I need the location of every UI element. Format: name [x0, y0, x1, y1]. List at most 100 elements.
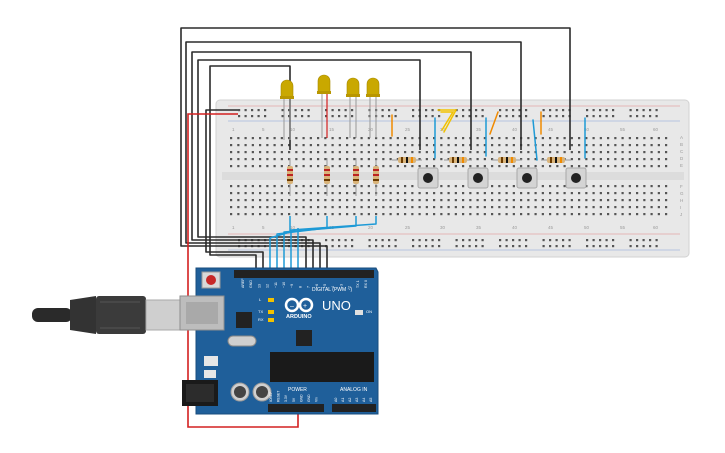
breadboard-hole: [636, 165, 639, 168]
breadboard-hole: [542, 239, 545, 242]
breadboard-hole: [251, 185, 254, 188]
breadboard-hole: [592, 245, 595, 248]
breadboard-hole: [491, 151, 494, 154]
breadboard-hole: [650, 213, 653, 216]
breadboard-hole: [324, 199, 327, 202]
col-num: 20: [368, 225, 374, 230]
breadboard-hole: [325, 115, 328, 118]
breadboard-hole: [475, 239, 478, 242]
wire-orange: [489, 111, 499, 135]
breadboard-hole: [244, 137, 247, 140]
breadboard-hole: [375, 245, 378, 248]
breadboard-hole: [585, 158, 588, 161]
breadboard-hole: [498, 192, 501, 195]
push-button: [417, 167, 439, 189]
breadboard-hole: [592, 192, 595, 195]
breadboard-hole: [562, 109, 565, 112]
breadboard-hole: [636, 206, 639, 209]
terminal-strip-top: [230, 137, 668, 168]
breadboard-hole: [280, 165, 283, 168]
breadboard-hole: [396, 185, 399, 188]
breadboard-hole: [578, 144, 581, 147]
breadboard-hole: [433, 165, 436, 168]
breadboard-hole: [404, 144, 407, 147]
breadboard-hole: [549, 185, 552, 188]
breadboard-hole: [657, 206, 660, 209]
pin-label: A0: [334, 398, 338, 402]
col-num: 1: [232, 225, 235, 230]
breadboard-hole: [643, 185, 646, 188]
breadboard-hole: [498, 185, 501, 188]
breadboard-hole: [562, 245, 565, 248]
breadboard-hole: [325, 109, 328, 112]
breadboard-hole: [346, 165, 349, 168]
col-num: 5: [262, 127, 265, 132]
breadboard-hole: [605, 239, 608, 242]
breadboard-hole: [563, 137, 566, 140]
breadboard-hole: [562, 115, 565, 118]
breadboard-hole: [512, 206, 515, 209]
breadboard-hole: [599, 151, 602, 154]
breadboard-hole: [505, 185, 508, 188]
terminal-strip-bottom: [230, 185, 668, 216]
breadboard-hole: [499, 109, 502, 112]
pin-label: A5: [369, 398, 373, 402]
breadboard-hole: [520, 165, 523, 168]
breadboard-hole: [273, 144, 276, 147]
breadboard-hole: [404, 213, 407, 216]
breadboard-hole: [605, 109, 608, 112]
breadboard-hole: [237, 206, 240, 209]
breadboard-hole: [266, 213, 269, 216]
breadboard-hole: [302, 185, 305, 188]
breadboard-hole: [605, 245, 608, 248]
breadboard-hole: [425, 213, 428, 216]
breadboard-hole: [570, 144, 573, 147]
breadboard-hole: [325, 239, 328, 242]
breadboard-hole: [412, 245, 415, 248]
pin-label: TX 1: [356, 280, 360, 288]
breadboard-hole: [454, 213, 457, 216]
breadboard-hole: [302, 192, 305, 195]
pin-label: A1: [341, 398, 345, 402]
breadboard-hole: [628, 158, 631, 161]
breadboard-hole: [462, 245, 465, 248]
breadboard-hole: [331, 109, 334, 112]
breadboard-hole: [440, 206, 443, 209]
breadboard-hole: [665, 199, 668, 202]
breadboard-hole: [396, 137, 399, 140]
breadboard-hole: [273, 137, 276, 140]
breadboard-hole: [636, 115, 639, 118]
breadboard-hole: [351, 115, 354, 118]
breadboard-hole: [665, 158, 668, 161]
breadboard-hole: [396, 213, 399, 216]
breadboard-hole: [481, 239, 484, 242]
breadboard-hole: [525, 239, 528, 242]
breadboard-hole: [527, 144, 530, 147]
breadboard-hole: [281, 115, 284, 118]
breadboard-hole: [527, 165, 530, 168]
breadboard-hole: [665, 185, 668, 188]
breadboard-hole: [280, 199, 283, 202]
breadboard-hole: [462, 185, 465, 188]
breadboard-hole: [657, 158, 660, 161]
breadboard-hole: [447, 206, 450, 209]
wire-yellow: [440, 111, 455, 131]
breadboard-hole: [607, 192, 610, 195]
breadboard-hole: [346, 192, 349, 195]
breadboard-hole: [396, 158, 399, 161]
breadboard-hole: [382, 144, 385, 147]
breadboard-hole: [360, 137, 363, 140]
breadboard-hole: [346, 137, 349, 140]
breadboard-hole: [518, 245, 521, 248]
breadboard-hole: [404, 151, 407, 154]
pin-label: A4: [362, 398, 366, 402]
breadboard-hole: [425, 192, 428, 195]
breadboard-hole: [344, 115, 347, 118]
breadboard-hole: [592, 158, 595, 161]
breadboard-hole: [331, 245, 334, 248]
atmega-chip: [270, 352, 374, 382]
breadboard-hole: [295, 192, 298, 195]
breadboard-hole: [476, 144, 479, 147]
breadboard-hole: [468, 115, 471, 118]
breadboard-hole: [481, 109, 484, 112]
